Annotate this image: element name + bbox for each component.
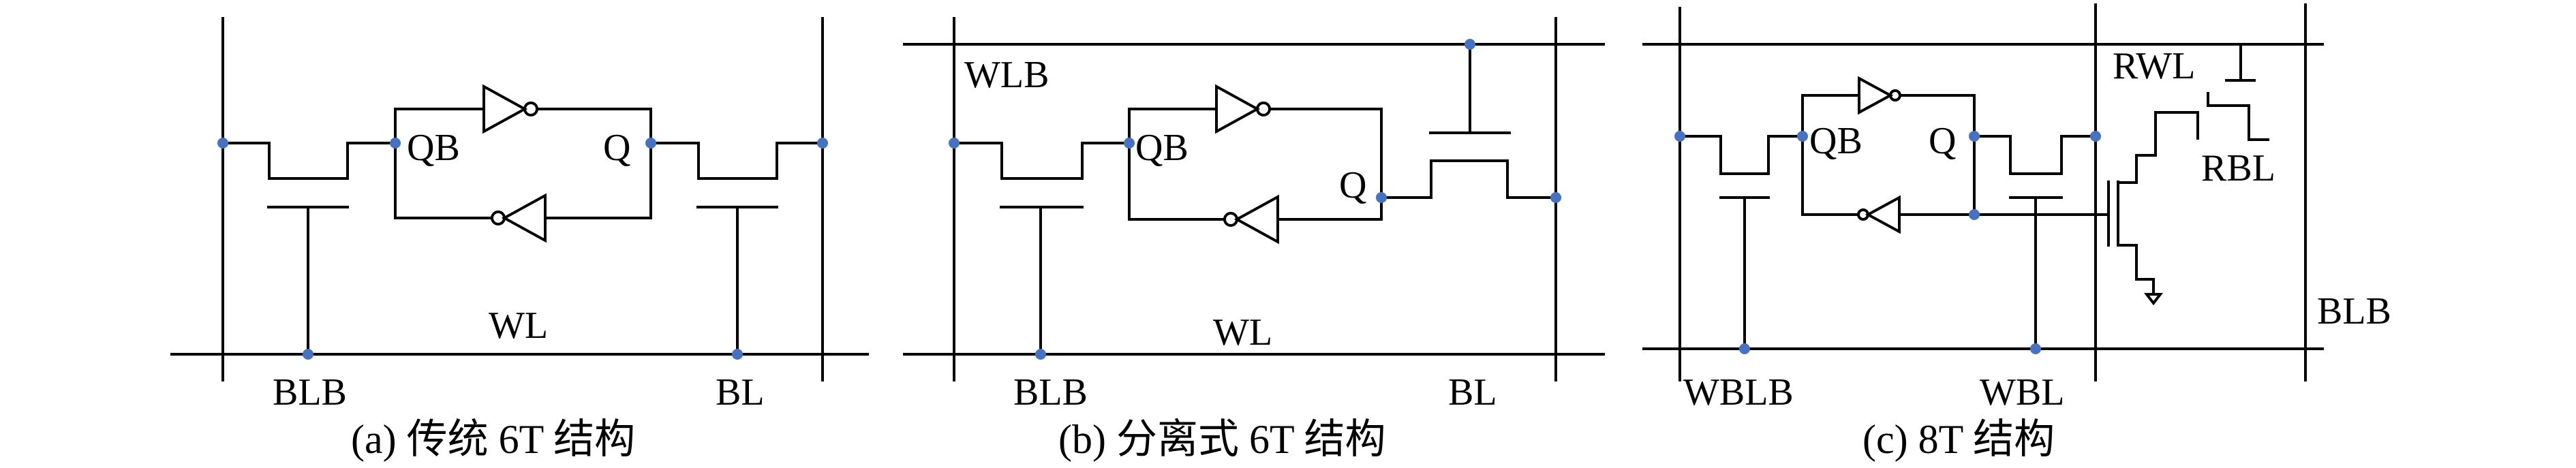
latch-top-right-wire	[1899, 94, 1976, 216]
caption-c: (c) 8T 结构	[1862, 417, 2055, 462]
label-wl: WL	[1213, 311, 1272, 354]
panel-a-6t-conventional: QB Q WL BLB BL (a) 传统 6T 结构	[170, 17, 869, 462]
inverter-top-triangle	[1858, 76, 1894, 115]
node-dot-wl-right	[732, 349, 743, 360]
label-blb: BLB	[1013, 371, 1088, 414]
label-blb: BLB	[273, 371, 347, 414]
node-dot-bl	[1550, 192, 1561, 203]
panel-c-8t: QB Q RWL RBL BLB WBLB WBL (c) 8T 结构	[1642, 3, 2391, 462]
inverter-top-triangle	[1215, 84, 1261, 134]
node-dot-q	[1969, 131, 1980, 142]
latch-top-right-wire	[537, 108, 652, 219]
read-drain-wire	[2118, 111, 2199, 184]
label-wlb: WLB	[964, 54, 1049, 96]
latch-top-left-wire	[1128, 108, 1216, 143]
node-dot-wblb	[1674, 131, 1685, 142]
latch-top-right-wire	[1270, 108, 1383, 221]
node-dot-wl-right	[2030, 343, 2041, 354]
node-dot-wl-left	[303, 349, 313, 360]
label-wbl: WBL	[1980, 371, 2064, 414]
right-access-transistor-channel	[651, 142, 823, 180]
latch-bottom-left-wire	[1128, 143, 1225, 221]
label-qb: QB	[1135, 127, 1189, 169]
left-access-transistor-channel	[954, 142, 1129, 180]
latch-bottom-left-wire	[394, 143, 492, 219]
node-dot-qb	[1797, 131, 1808, 142]
label-bl: BL	[1448, 371, 1497, 414]
left-access-transistor-channel	[223, 142, 395, 180]
inverter-bottom-triangle	[501, 193, 547, 243]
caption-b: (b) 分离式 6T 结构	[1058, 417, 1386, 462]
node-dot-blb	[949, 138, 960, 149]
node-dot-read-gate	[1969, 209, 1980, 220]
panel-b-6t-separated: WLB QB Q WL BLB BL (b) 分离式 6T 结构	[903, 17, 1605, 462]
label-bl: BL	[716, 371, 765, 414]
ground-symbol	[2143, 293, 2164, 306]
latch-top-left-wire	[1801, 94, 1859, 136]
node-dot-bl	[817, 138, 828, 149]
caption-a: (a) 传统 6T 结构	[351, 417, 635, 462]
node-dot-wbl	[2090, 131, 2101, 142]
label-q: Q	[1339, 164, 1366, 206]
node-dot-blb	[217, 138, 228, 149]
right-access-transistor-channel	[1381, 159, 1556, 199]
label-rbl: RBL	[2201, 147, 2275, 189]
label-q: Q	[603, 127, 630, 169]
node-dot-q	[1376, 192, 1387, 203]
node-dot-wlb	[1465, 39, 1475, 50]
rbl-wire	[2207, 92, 2269, 141]
label-wblb: WBLB	[1683, 371, 1794, 414]
inverter-top-triangle	[482, 84, 528, 134]
latch-bottom-left-wire	[1801, 136, 1858, 216]
node-dot-wl	[1035, 349, 1046, 360]
read-source-wire	[2118, 244, 2155, 294]
latch-top-left-wire	[394, 108, 484, 143]
node-dot-q	[645, 138, 656, 149]
label-qb: QB	[407, 127, 460, 169]
node-dot-wl-left	[1739, 343, 1750, 354]
inverter-bottom-triangle	[1233, 194, 1279, 245]
node-dot-qb	[390, 138, 401, 149]
left-access-transistor-channel	[1680, 135, 1803, 175]
right-access-transistor-channel	[1974, 135, 2096, 175]
label-wl: WL	[489, 305, 548, 347]
label-q: Q	[1929, 120, 1956, 162]
label-qb: QB	[1809, 120, 1862, 162]
label-rwl: RWL	[2113, 45, 2195, 87]
node-dot-qb	[1124, 138, 1135, 149]
label-blb: BLB	[2317, 290, 2391, 332]
inverter-bottom-triangle	[1865, 195, 1901, 234]
